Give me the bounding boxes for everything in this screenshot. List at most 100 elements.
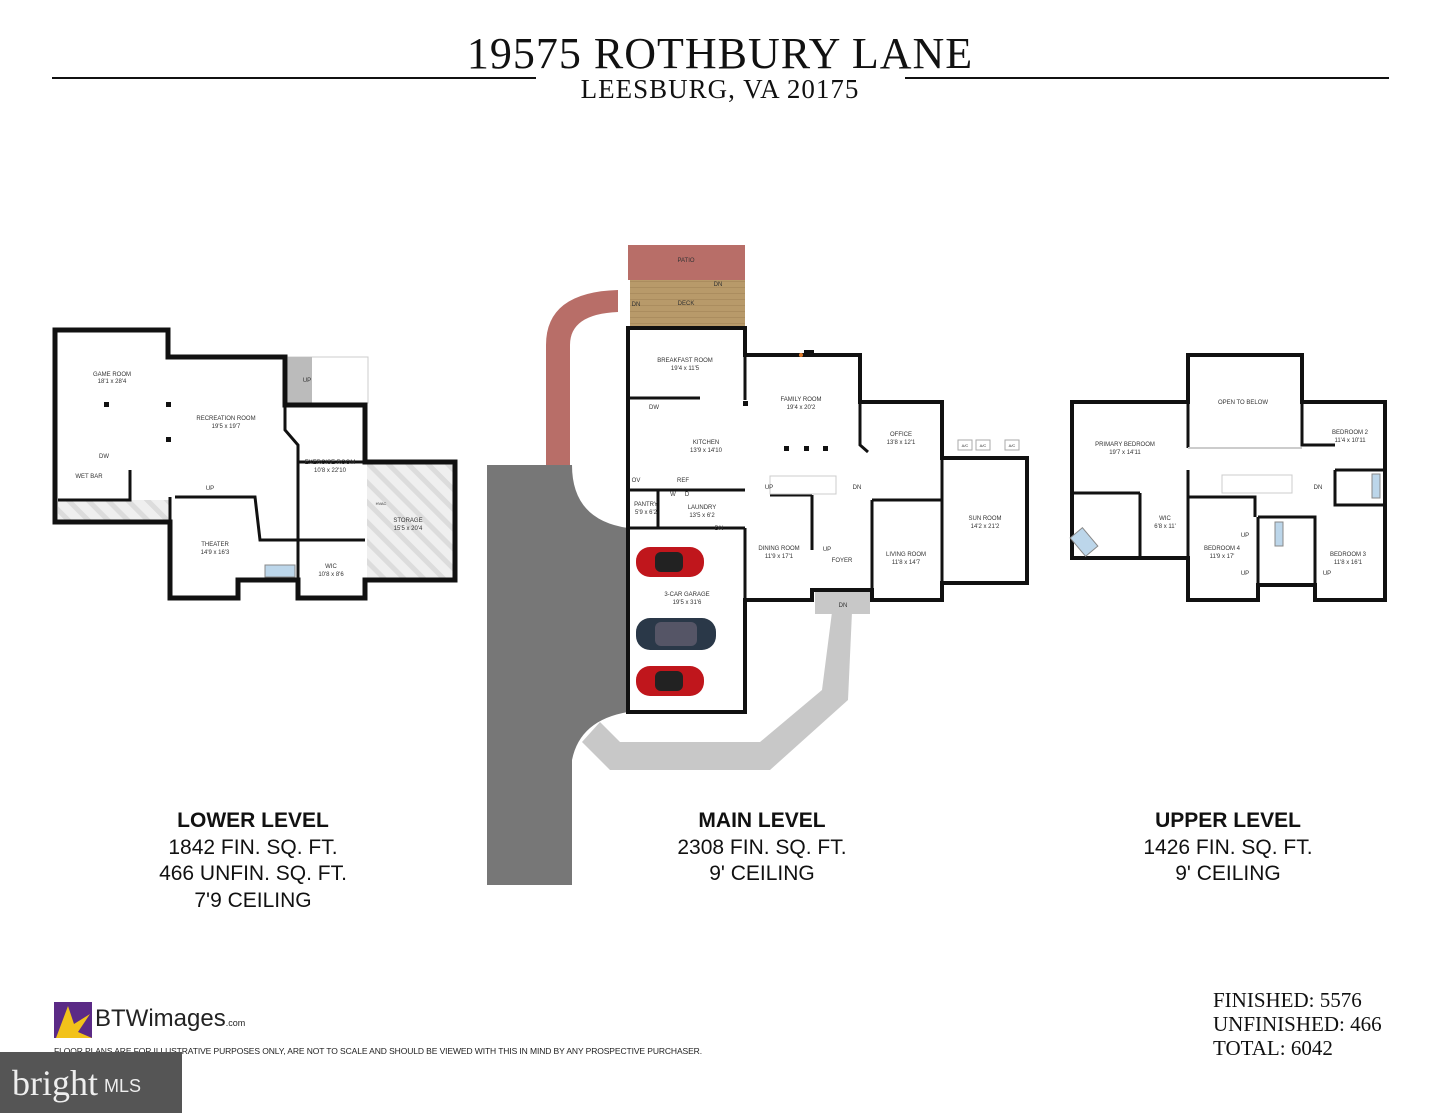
room-size: 13'9 x 14'10 <box>690 448 723 454</box>
bright-mls-watermark: bright MLS <box>0 1052 182 1113</box>
room-size: 5'9 x 6'2 <box>635 510 658 516</box>
fixture-label: DN <box>839 603 848 609</box>
unfinished-sqft: 466 UNFIN. SQ. FT. <box>159 862 347 885</box>
ceiling-height: 9' CEILING <box>709 862 815 885</box>
car-red-2 <box>636 666 704 696</box>
fixture-label: UP <box>206 486 214 492</box>
storage-area <box>367 462 453 580</box>
room-size: 19'4 x 20'2 <box>787 405 816 411</box>
fixture-label: UP <box>765 485 773 491</box>
ceiling-height: 9' CEILING <box>1175 862 1281 885</box>
room-size: 18'1 x 28'4 <box>98 379 127 385</box>
room-label: BEDROOM 3 <box>1330 552 1367 558</box>
room-size: 13'5 x 6'2 <box>689 513 715 519</box>
title-rule-left <box>52 77 536 79</box>
fixture-label: DN <box>715 526 724 532</box>
flower-logo-icon <box>54 1002 92 1038</box>
fixture-label: A/C <box>962 443 969 448</box>
front-porch <box>815 588 870 614</box>
room-size: 10'8 x 8'6 <box>318 572 344 578</box>
watermark-text: bright <box>12 1062 98 1103</box>
level-name: LOWER LEVEL <box>177 809 329 832</box>
fixture-label: UP <box>1241 533 1249 539</box>
room-size: 11'9 x 17'1 <box>765 554 794 560</box>
ceiling-height: 7'9 CEILING <box>194 888 312 912</box>
fixture-label: DW <box>99 454 109 460</box>
room-label: DECK <box>678 301 695 307</box>
room-label: STORAGE <box>393 518 422 524</box>
total-unfinished: UNFINISHED: 466 <box>1213 1012 1382 1036</box>
room-label: EXERCISE ROOM <box>305 460 356 466</box>
room-label: PANTRY <box>634 502 658 508</box>
finished-sqft: 1426 FIN. SQ. FT. <box>1143 835 1313 859</box>
btw-logo: BTWimages.com <box>54 1002 245 1038</box>
room-label: PRIMARY BEDROOM <box>1095 442 1155 448</box>
room-label: OPEN TO BELOW <box>1218 400 1268 406</box>
upper-level-interior-walls <box>1072 402 1385 600</box>
room-label: BREAKFAST ROOM <box>657 358 713 364</box>
main-level-interior-walls <box>628 328 944 600</box>
fireplace-icon <box>799 353 803 357</box>
driveway-apron <box>572 465 628 760</box>
room-label: WET BAR <box>75 474 103 480</box>
level-name: UPPER LEVEL <box>1155 809 1301 832</box>
room-label: FAMILY ROOM <box>780 397 821 403</box>
room-size: 19'7 x 14'11 <box>1109 450 1141 456</box>
room-size: 13'8 x 12'1 <box>887 440 916 446</box>
lower-level-plan: GAME ROOM 18'1 x 28'4 RECREATION ROOM 19… <box>52 327 458 601</box>
brand-name: BTWimages.com <box>95 1005 246 1032</box>
watermark-text: MLS <box>104 1076 142 1096</box>
main-stair <box>769 475 837 495</box>
bathtub <box>264 564 296 578</box>
fixture-label: A/C <box>1009 443 1016 448</box>
room-label: FOYER <box>832 558 853 564</box>
fixture-label: UP <box>1323 571 1331 577</box>
property-city: LEESBURG, VA 20175 <box>580 74 860 104</box>
title-rule-right <box>905 77 1389 79</box>
square-footage-totals: FINISHED: 5576 UNFINISHED: 466 TOTAL: 60… <box>1213 988 1382 1060</box>
room-label: THEATER <box>201 542 229 548</box>
upper-level-plan: OPEN TO BELOW PRIMARY BEDROOM 19'7 x 14'… <box>1069 353 1387 602</box>
room-size: 15'5 x 20'4 <box>394 526 423 532</box>
main-level-summary: MAIN LEVEL 2308 FIN. SQ. FT. 9' CEILING <box>612 808 912 888</box>
room-label: PATIO <box>677 258 694 264</box>
fixture-label: DW <box>649 405 659 411</box>
fixture-label: UP <box>823 547 831 553</box>
room-size: 19'5 x 31'6 <box>673 600 702 606</box>
room-label: OFFICE <box>890 432 912 438</box>
stair-landing <box>288 357 312 403</box>
walkway <box>582 612 852 770</box>
fixture-label: UP <box>303 378 311 384</box>
fixture-label: DN <box>853 485 862 491</box>
upper-level-summary: UPPER LEVEL 1426 FIN. SQ. FT. 9' CEILING <box>1078 808 1378 888</box>
lower-level-interior-walls <box>58 405 365 598</box>
driveway <box>487 465 572 885</box>
room-label: LAUNDRY <box>688 505 717 511</box>
room-size: 19'5 x 19'7 <box>212 424 241 430</box>
room-label: BEDROOM 4 <box>1204 546 1241 552</box>
room-label: WIC <box>325 564 337 570</box>
fixture-label: DN <box>632 302 641 308</box>
room-label: WIC <box>1159 516 1171 522</box>
level-name: MAIN LEVEL <box>698 809 826 832</box>
room-label: RECREATION ROOM <box>196 416 255 422</box>
deck <box>630 280 745 328</box>
room-size: 11'8 x 16'1 <box>1334 560 1363 566</box>
fixture-label: UP <box>1241 571 1249 577</box>
lower-level-summary: LOWER LEVEL 1842 FIN. SQ. FT. 466 UNFIN.… <box>103 808 403 914</box>
unfinished-area <box>58 500 170 520</box>
fixture-label: OV <box>632 478 641 484</box>
finished-sqft: 1842 FIN. SQ. FT. <box>168 835 338 859</box>
room-label: SUN ROOM <box>969 516 1002 522</box>
property-address: 19575 ROTHBURY LANE <box>466 29 974 78</box>
fixture-label: A/C <box>980 443 987 448</box>
room-label: 3-CAR GARAGE <box>664 592 709 598</box>
lower-level-walls <box>52 327 458 601</box>
car-red-1 <box>636 547 704 577</box>
total-sqft: TOTAL: 6042 <box>1213 1036 1333 1060</box>
fixture-label: DN <box>1314 485 1323 491</box>
patio-path <box>546 290 618 465</box>
room-label: LIVING ROOM <box>886 552 926 558</box>
room-size: 10'8 x 22'10 <box>314 468 347 474</box>
